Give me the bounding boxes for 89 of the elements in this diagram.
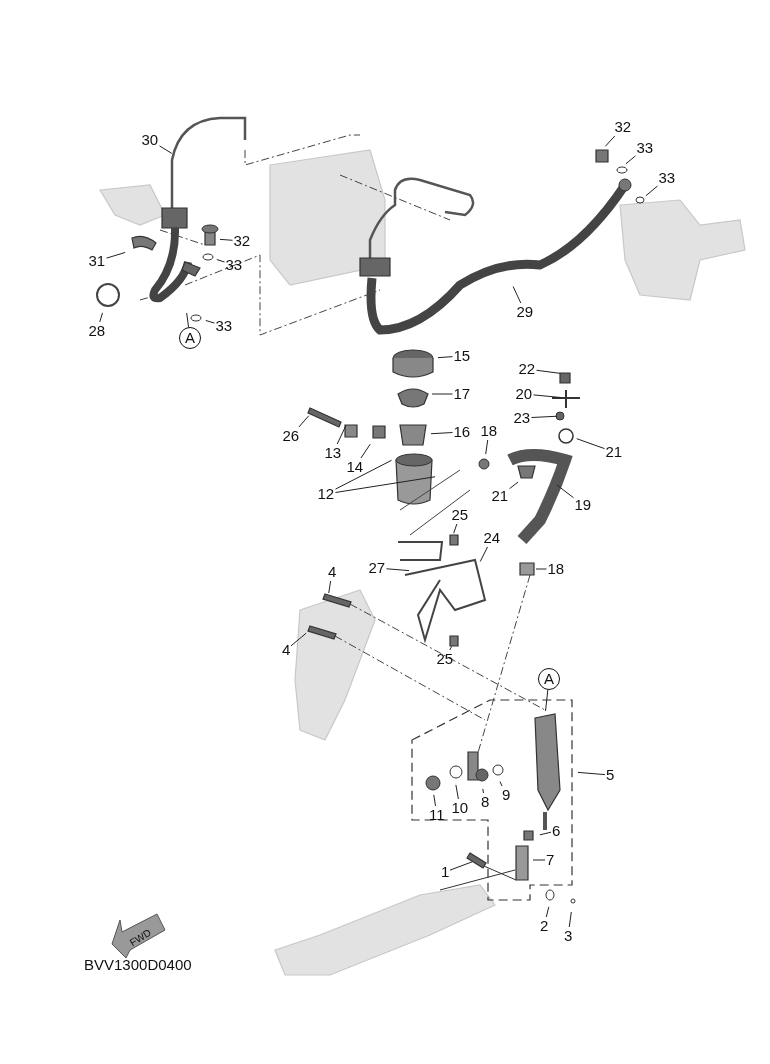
direction-label: FWD bbox=[127, 926, 153, 948]
callout-number: 20 bbox=[515, 386, 533, 402]
leader-line bbox=[449, 861, 473, 871]
leader-line bbox=[577, 771, 606, 776]
callout-number: 8 bbox=[481, 794, 490, 810]
callout-number: 25 bbox=[436, 651, 454, 667]
leader-line bbox=[335, 459, 393, 490]
leader-line bbox=[437, 356, 453, 359]
callout-number: 12 bbox=[317, 486, 335, 502]
callout-number: 11 bbox=[429, 807, 445, 823]
callout-number: 33 bbox=[658, 170, 676, 186]
leader-line bbox=[453, 523, 458, 534]
leader-line bbox=[106, 251, 126, 259]
leader-line bbox=[535, 568, 547, 570]
callout-number: 3 bbox=[564, 928, 573, 944]
callout-number: 15 bbox=[453, 348, 471, 364]
leader-line bbox=[431, 393, 453, 395]
callout-number: 14 bbox=[346, 459, 364, 475]
callout-number: 2 bbox=[540, 918, 549, 934]
callout-number: 25 bbox=[451, 507, 469, 523]
callout-number: 22 bbox=[518, 361, 536, 377]
callout-number: 30 bbox=[141, 132, 159, 148]
leader-line bbox=[545, 689, 549, 712]
leader-line bbox=[545, 906, 550, 918]
leader-line bbox=[568, 911, 572, 928]
leader-line bbox=[336, 425, 347, 445]
leader-line bbox=[531, 415, 558, 419]
callout-number: 9 bbox=[502, 787, 511, 803]
callout-number: 27 bbox=[368, 560, 386, 576]
leader-line bbox=[449, 645, 453, 651]
callout-number: 10 bbox=[451, 800, 469, 816]
leader-line bbox=[99, 312, 104, 323]
callout-number: 26 bbox=[282, 428, 300, 444]
leader-line bbox=[205, 319, 215, 324]
callout-number: 6 bbox=[552, 823, 561, 839]
leader-line bbox=[360, 443, 371, 459]
leader-line bbox=[625, 155, 636, 165]
leader-line bbox=[509, 481, 519, 490]
leader-line bbox=[298, 415, 310, 428]
callout-number: 18 bbox=[547, 561, 565, 577]
callout-number: 29 bbox=[516, 304, 534, 320]
leader-line bbox=[430, 432, 453, 435]
leader-line bbox=[455, 784, 459, 800]
leader-line bbox=[216, 259, 225, 263]
callout-number: 33 bbox=[215, 318, 233, 334]
leader-line bbox=[604, 135, 616, 147]
leader-line bbox=[576, 438, 605, 450]
leader-line bbox=[533, 394, 562, 399]
callout-number: 31 bbox=[88, 253, 106, 269]
leader-line bbox=[482, 788, 484, 794]
callout-number: 19 bbox=[574, 497, 592, 513]
leader-line bbox=[433, 794, 437, 807]
callout-number: 4 bbox=[282, 642, 291, 658]
leader-line bbox=[186, 312, 190, 328]
leader-line bbox=[386, 568, 410, 572]
callout-number: 28 bbox=[88, 323, 106, 339]
callout-number: 32 bbox=[614, 119, 632, 135]
leader-line bbox=[499, 781, 503, 787]
reference-circle: A bbox=[538, 668, 560, 690]
callout-number: 7 bbox=[546, 852, 555, 868]
leader-line bbox=[290, 632, 307, 647]
callout-number: 1 bbox=[441, 864, 450, 880]
callout-number: 21 bbox=[491, 488, 509, 504]
leader-line bbox=[539, 831, 552, 836]
callout-number: 17 bbox=[453, 386, 471, 402]
callout-number: 21 bbox=[605, 444, 623, 460]
reference-circle: A bbox=[179, 327, 201, 349]
leader-line bbox=[532, 859, 546, 861]
drawing-number: BVV1300D0400 bbox=[84, 955, 192, 973]
callout-number: 33 bbox=[636, 140, 654, 156]
leader-line bbox=[219, 238, 233, 241]
callout-number: 16 bbox=[453, 424, 471, 440]
callout-number: 18 bbox=[480, 423, 498, 439]
leader-line bbox=[335, 476, 436, 493]
callout-number: 32 bbox=[233, 233, 251, 249]
leader-line bbox=[328, 580, 332, 594]
callout-number: 5 bbox=[606, 767, 615, 783]
callout-number: 24 bbox=[483, 530, 501, 546]
callout-number: 33 bbox=[225, 257, 243, 273]
leader-line bbox=[556, 484, 574, 499]
callout-number: 23 bbox=[513, 410, 531, 426]
leader-line bbox=[512, 286, 522, 304]
leader-line bbox=[485, 439, 489, 455]
callout-number: 4 bbox=[328, 564, 337, 580]
leader-line bbox=[159, 145, 173, 154]
leader-line bbox=[479, 546, 488, 563]
leader-line bbox=[645, 185, 658, 197]
callout-number: 13 bbox=[324, 445, 342, 461]
leader-line bbox=[536, 369, 561, 374]
